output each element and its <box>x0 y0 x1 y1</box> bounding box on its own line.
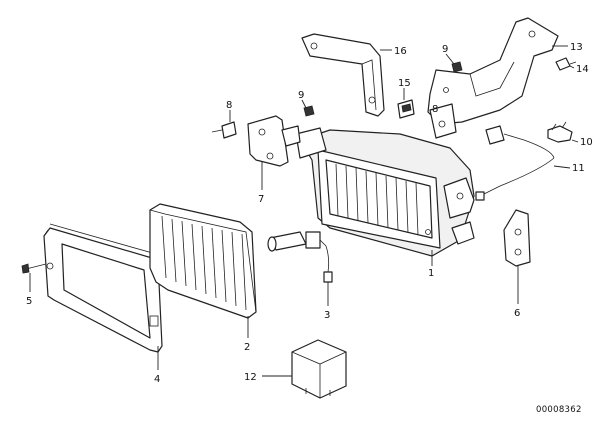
part-fog-light-housing <box>295 127 475 257</box>
document-number: 00008362 <box>536 405 582 415</box>
callout-5: 5 <box>26 296 32 307</box>
callout-14: 14 <box>576 64 589 75</box>
part-trim-frame <box>43 223 163 353</box>
part-bracket-6 <box>503 209 531 267</box>
part-bulb <box>267 231 333 283</box>
callout-3: 3 <box>324 310 330 321</box>
part-connector-10 <box>547 121 573 143</box>
part-lens <box>149 203 257 319</box>
callout-1: 1 <box>428 268 434 279</box>
callout-labels: 1 2 3 4 5 6 7 8 8 9 9 10 11 12 13 14 15 … <box>26 42 593 385</box>
part-bracket-16 <box>301 33 385 117</box>
callout-11: 11 <box>572 163 585 174</box>
callout-4: 4 <box>154 374 160 385</box>
callout-8-left: 8 <box>226 100 232 111</box>
housing-ribs <box>335 163 419 236</box>
part-nut-9-right <box>451 61 463 73</box>
callout-9-right: 9 <box>442 44 448 55</box>
callout-7: 7 <box>258 194 264 205</box>
part-screw-5 <box>21 263 47 274</box>
part-wire-harness <box>475 125 555 201</box>
callout-15: 15 <box>398 78 411 89</box>
callout-10: 10 <box>580 137 593 148</box>
callout-16: 16 <box>394 46 407 57</box>
callout-6: 6 <box>514 308 520 319</box>
part-nut-9-left <box>303 105 315 117</box>
callout-8-right: 8 <box>432 104 438 115</box>
callout-12: 12 <box>244 372 257 383</box>
callout-2: 2 <box>244 342 250 353</box>
lens-ribs <box>161 215 247 311</box>
callout-9-left: 9 <box>298 90 304 101</box>
part-clip-8-left <box>211 121 237 139</box>
callout-13: 13 <box>570 42 583 53</box>
part-bracket-7 <box>247 115 301 167</box>
part-bolt-14 <box>555 57 577 71</box>
leader-lines <box>29 45 579 377</box>
part-relay <box>291 339 347 399</box>
part-clip-nut-15 <box>397 99 415 119</box>
part-bracket-13 <box>427 17 559 139</box>
